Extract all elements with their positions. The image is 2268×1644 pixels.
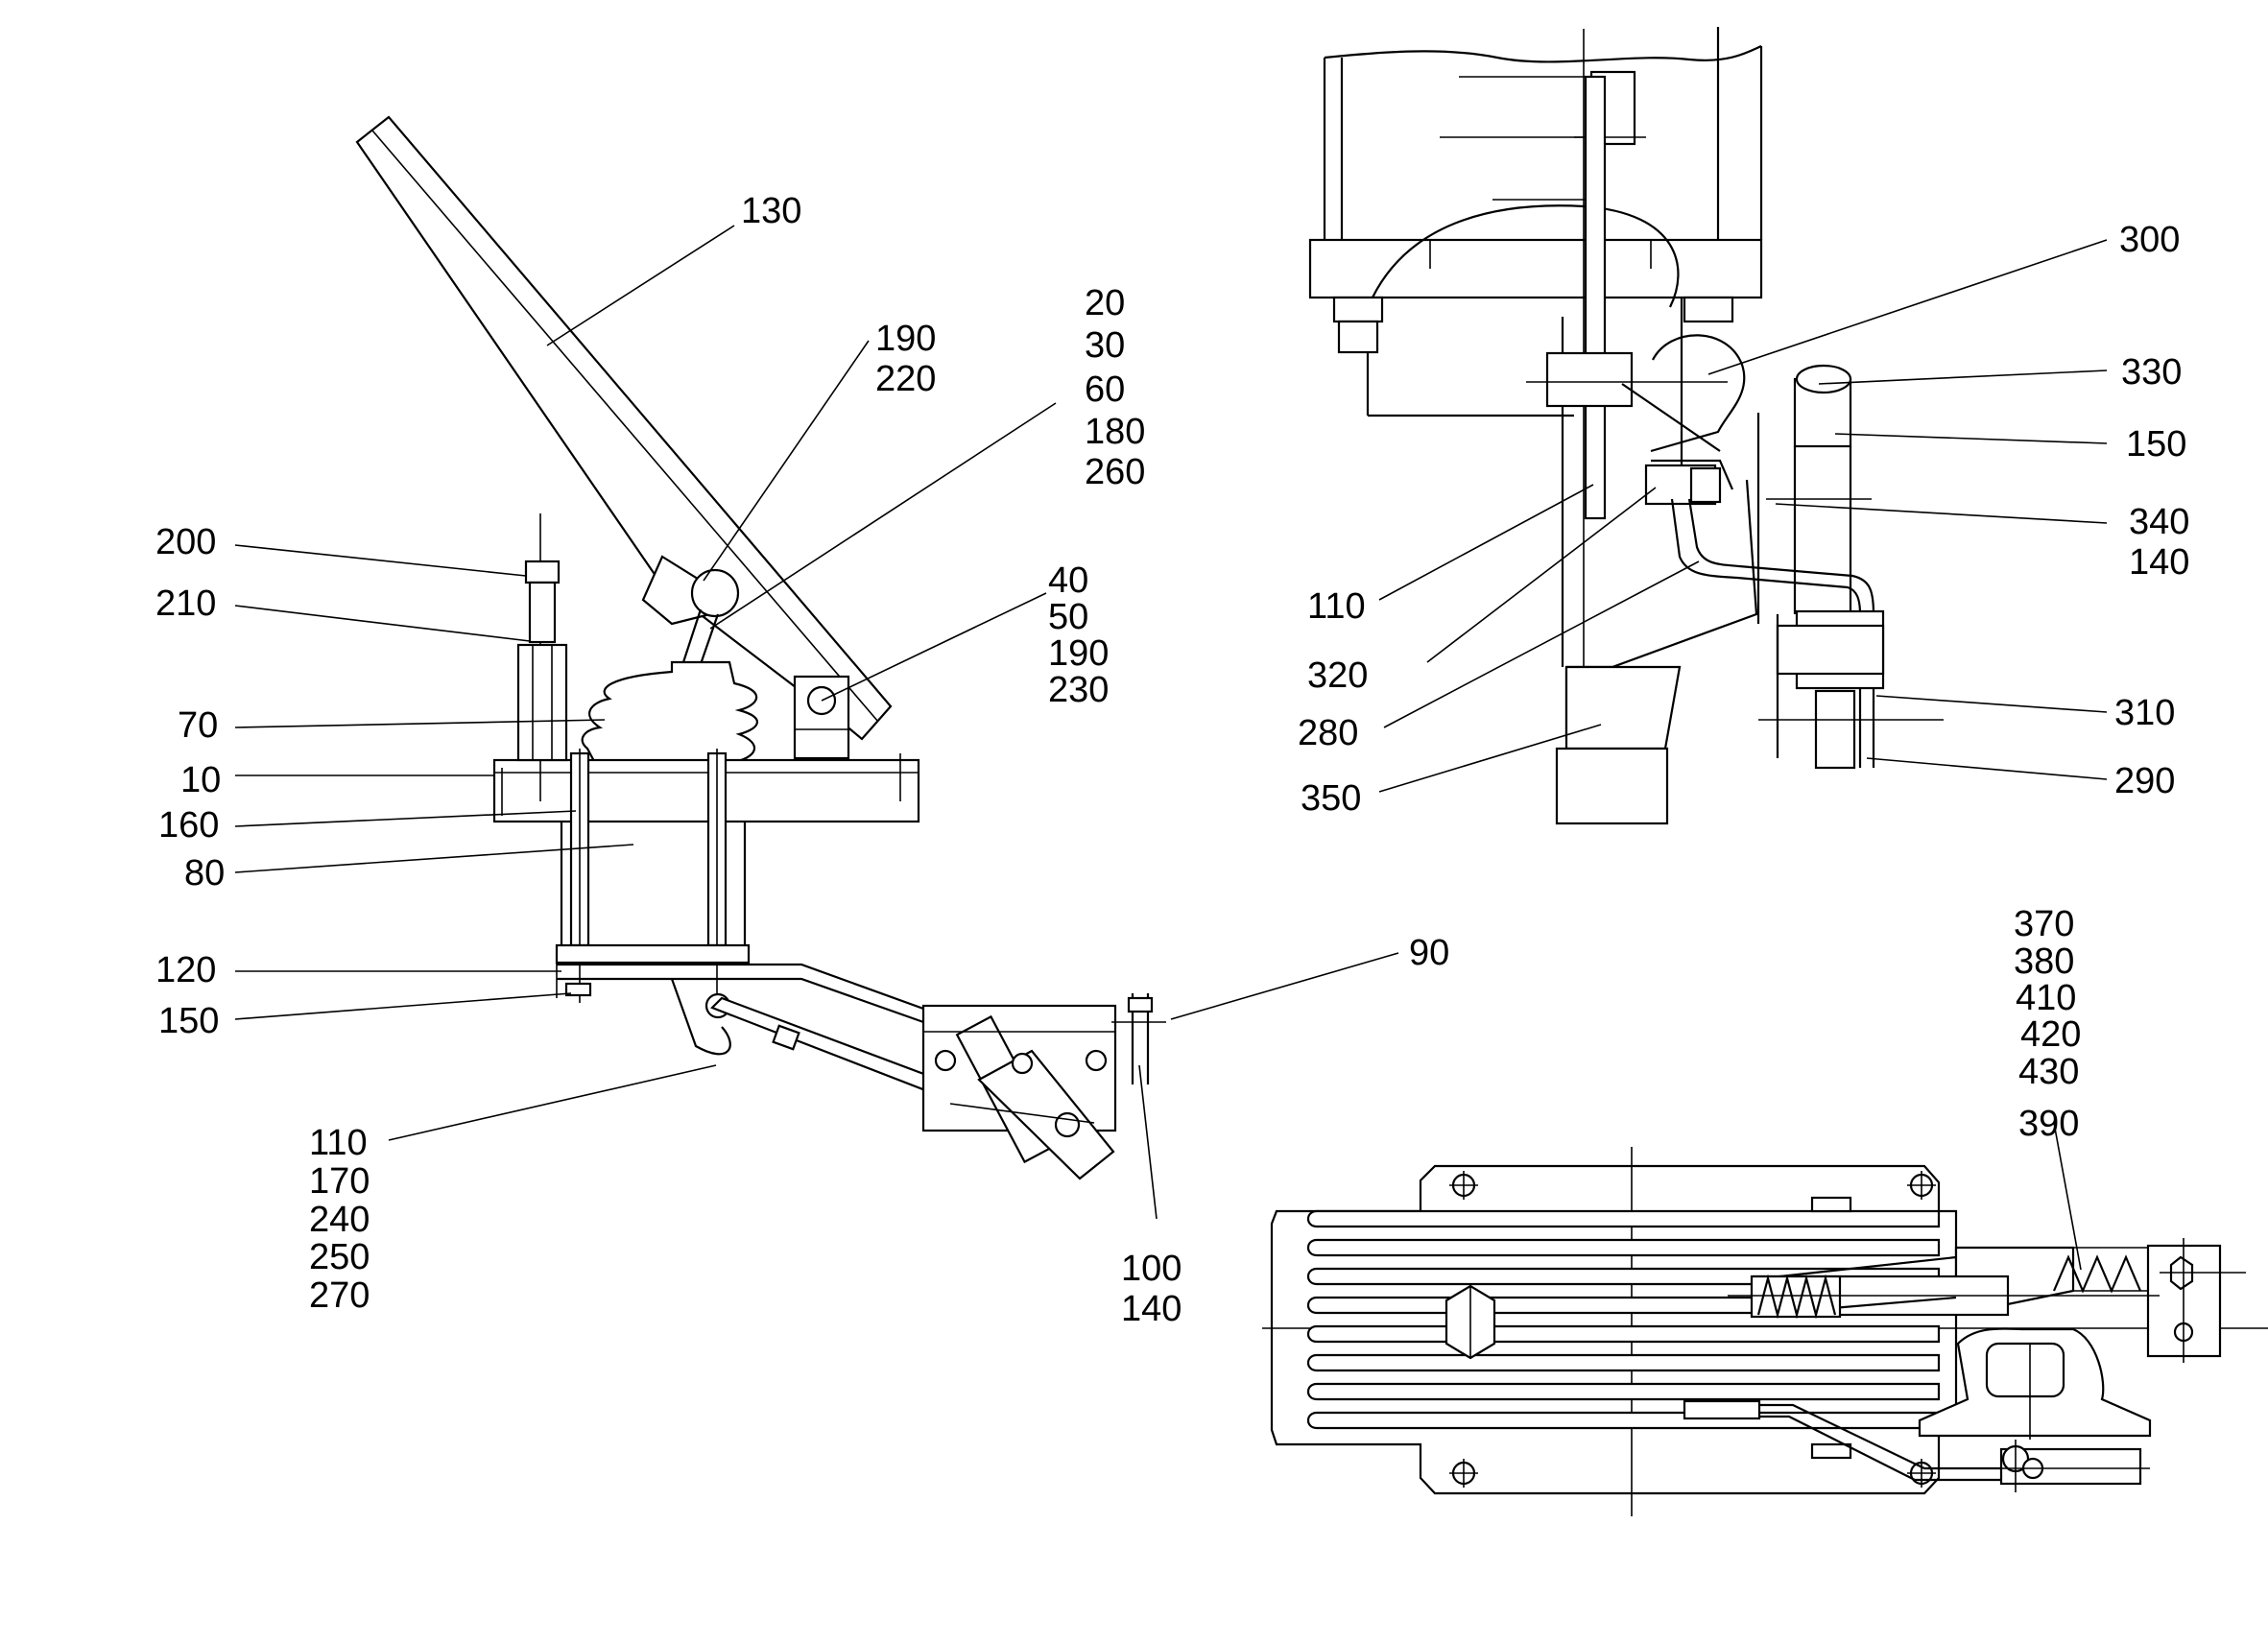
connecting-rod bbox=[1670, 364, 1875, 768]
cab-structure bbox=[1308, 27, 1763, 417]
callout-350: 350 bbox=[1301, 778, 1361, 819]
linkage-top bbox=[1683, 1327, 2152, 1492]
leader-lines bbox=[234, 225, 2108, 1271]
front-view bbox=[1308, 27, 1944, 825]
callout-20-260: 20 30 60 180 260 bbox=[1085, 283, 1156, 492]
callout-190-220: 190 220 bbox=[875, 319, 946, 399]
pedal-shaft bbox=[1561, 29, 1760, 758]
lower-link bbox=[670, 978, 1117, 1180]
callout-100-140: 100 140 bbox=[1121, 1249, 1192, 1329]
callout-370-430: 370 380 410 420 430 bbox=[2014, 904, 2091, 1092]
lower-housing bbox=[1555, 479, 1758, 825]
rubber-boot bbox=[581, 660, 758, 765]
spring-assembly bbox=[1728, 1238, 2246, 1363]
pivot-block bbox=[793, 675, 850, 760]
pedal-lever bbox=[355, 115, 893, 741]
callout-labels: 130 190 220 20 30 60 180 260 200 210 40 … bbox=[155, 191, 2200, 1329]
callout-10: 10 bbox=[180, 760, 221, 800]
callout-290: 290 bbox=[2114, 761, 2175, 801]
cam-lever bbox=[1526, 334, 1746, 506]
callout-340-140: 340 140 bbox=[2129, 502, 2200, 583]
callout-130: 130 bbox=[741, 191, 801, 231]
callout-90: 90 bbox=[1409, 933, 1449, 973]
callout-310: 310 bbox=[2114, 693, 2175, 733]
callout-330: 330 bbox=[2121, 352, 2182, 393]
top-view bbox=[1262, 1147, 2268, 1516]
callout-70: 70 bbox=[178, 705, 218, 746]
callout-320: 320 bbox=[1307, 655, 1368, 696]
callout-120: 120 bbox=[155, 950, 216, 990]
callout-160: 160 bbox=[158, 805, 219, 846]
callout-40-230: 40 50 190 230 bbox=[1048, 560, 1119, 710]
callout-210: 210 bbox=[155, 584, 216, 624]
side-view bbox=[355, 115, 1166, 1180]
callout-280: 280 bbox=[1298, 713, 1358, 753]
callout-150-side: 150 bbox=[158, 1001, 219, 1041]
callout-150-front: 150 bbox=[2126, 424, 2186, 465]
callout-110-front: 110 bbox=[1307, 586, 1366, 627]
stop-bolt bbox=[516, 513, 568, 801]
callout-390: 390 bbox=[2018, 1104, 2079, 1144]
callout-300: 300 bbox=[2119, 220, 2180, 260]
lower-bracket bbox=[1758, 609, 1944, 770]
callout-80: 80 bbox=[184, 853, 225, 893]
push-rod bbox=[681, 608, 720, 665]
callout-200: 200 bbox=[155, 522, 216, 562]
callout-110-270: 110 170 240 250 270 bbox=[309, 1123, 380, 1316]
clamp-bolt bbox=[1111, 993, 1166, 1084]
